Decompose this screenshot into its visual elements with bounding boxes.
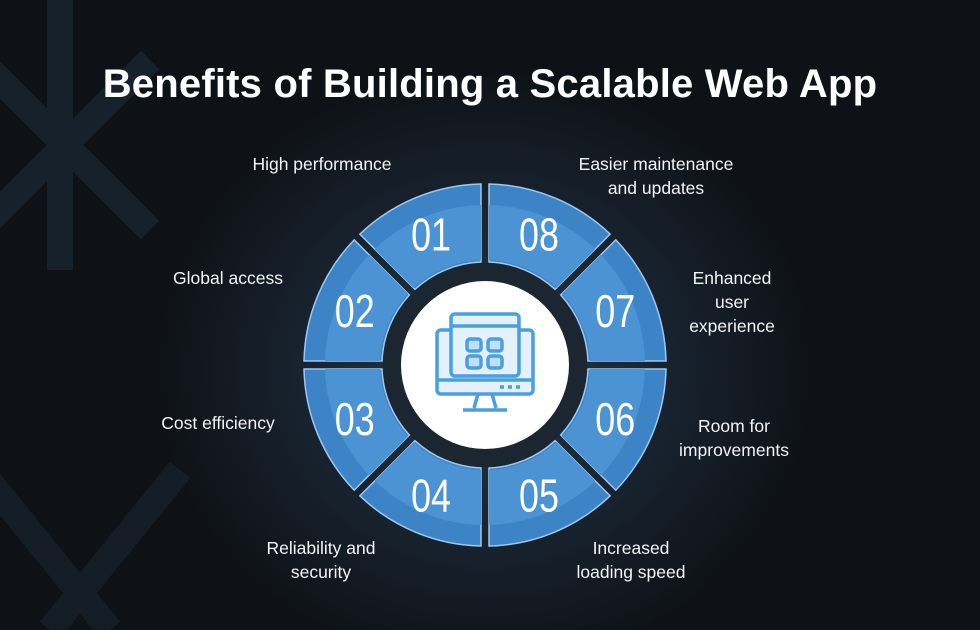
benefit-label-07: Enhanced user experience (689, 268, 775, 336)
segment-inner-band (562, 254, 645, 361)
segment-inner-band (325, 369, 408, 476)
segment-number: 08 (519, 209, 559, 260)
benefit-label-04: Reliability and security (266, 538, 376, 582)
benefit-label-01: High performance (252, 154, 392, 174)
segment-number: 01 (411, 209, 451, 260)
benefit-label-06: Room for improvements (679, 416, 789, 460)
segment-07: 07 (559, 238, 667, 362)
segment-inner-band (325, 254, 408, 361)
page-title: Benefits of Building a Scalable Web App (102, 62, 878, 106)
segment-number: 05 (519, 470, 559, 521)
segment-05: 05 (488, 439, 612, 547)
segment-number: 03 (335, 394, 375, 445)
segment-03: 03 (303, 368, 411, 492)
segment-inner-band (489, 205, 596, 288)
benefit-label-08: Easier maintenance and updates (578, 154, 734, 198)
decorative-x-shape (0, 0, 191, 630)
benefit-label-05: Increased loading speed (576, 538, 686, 582)
segment-08: 08 (488, 183, 612, 291)
segment-inner-band (374, 442, 481, 525)
segment-04: 04 (358, 439, 482, 547)
segment-number: 04 (411, 470, 451, 521)
web-app-monitor-icon (435, 312, 535, 412)
segment-inner-band (374, 205, 481, 288)
segment-number: 02 (335, 286, 375, 337)
segment-number: 07 (595, 286, 635, 337)
segment-02: 02 (303, 238, 411, 362)
segment-01: 01 (358, 183, 482, 291)
segment-inner-band (562, 369, 645, 476)
benefit-label-02: Global access (173, 268, 283, 288)
benefit-label-03: Cost efficiency (161, 413, 275, 433)
segment-06: 06 (559, 368, 667, 492)
segment-number: 06 (595, 394, 635, 445)
segment-inner-band (489, 442, 596, 525)
